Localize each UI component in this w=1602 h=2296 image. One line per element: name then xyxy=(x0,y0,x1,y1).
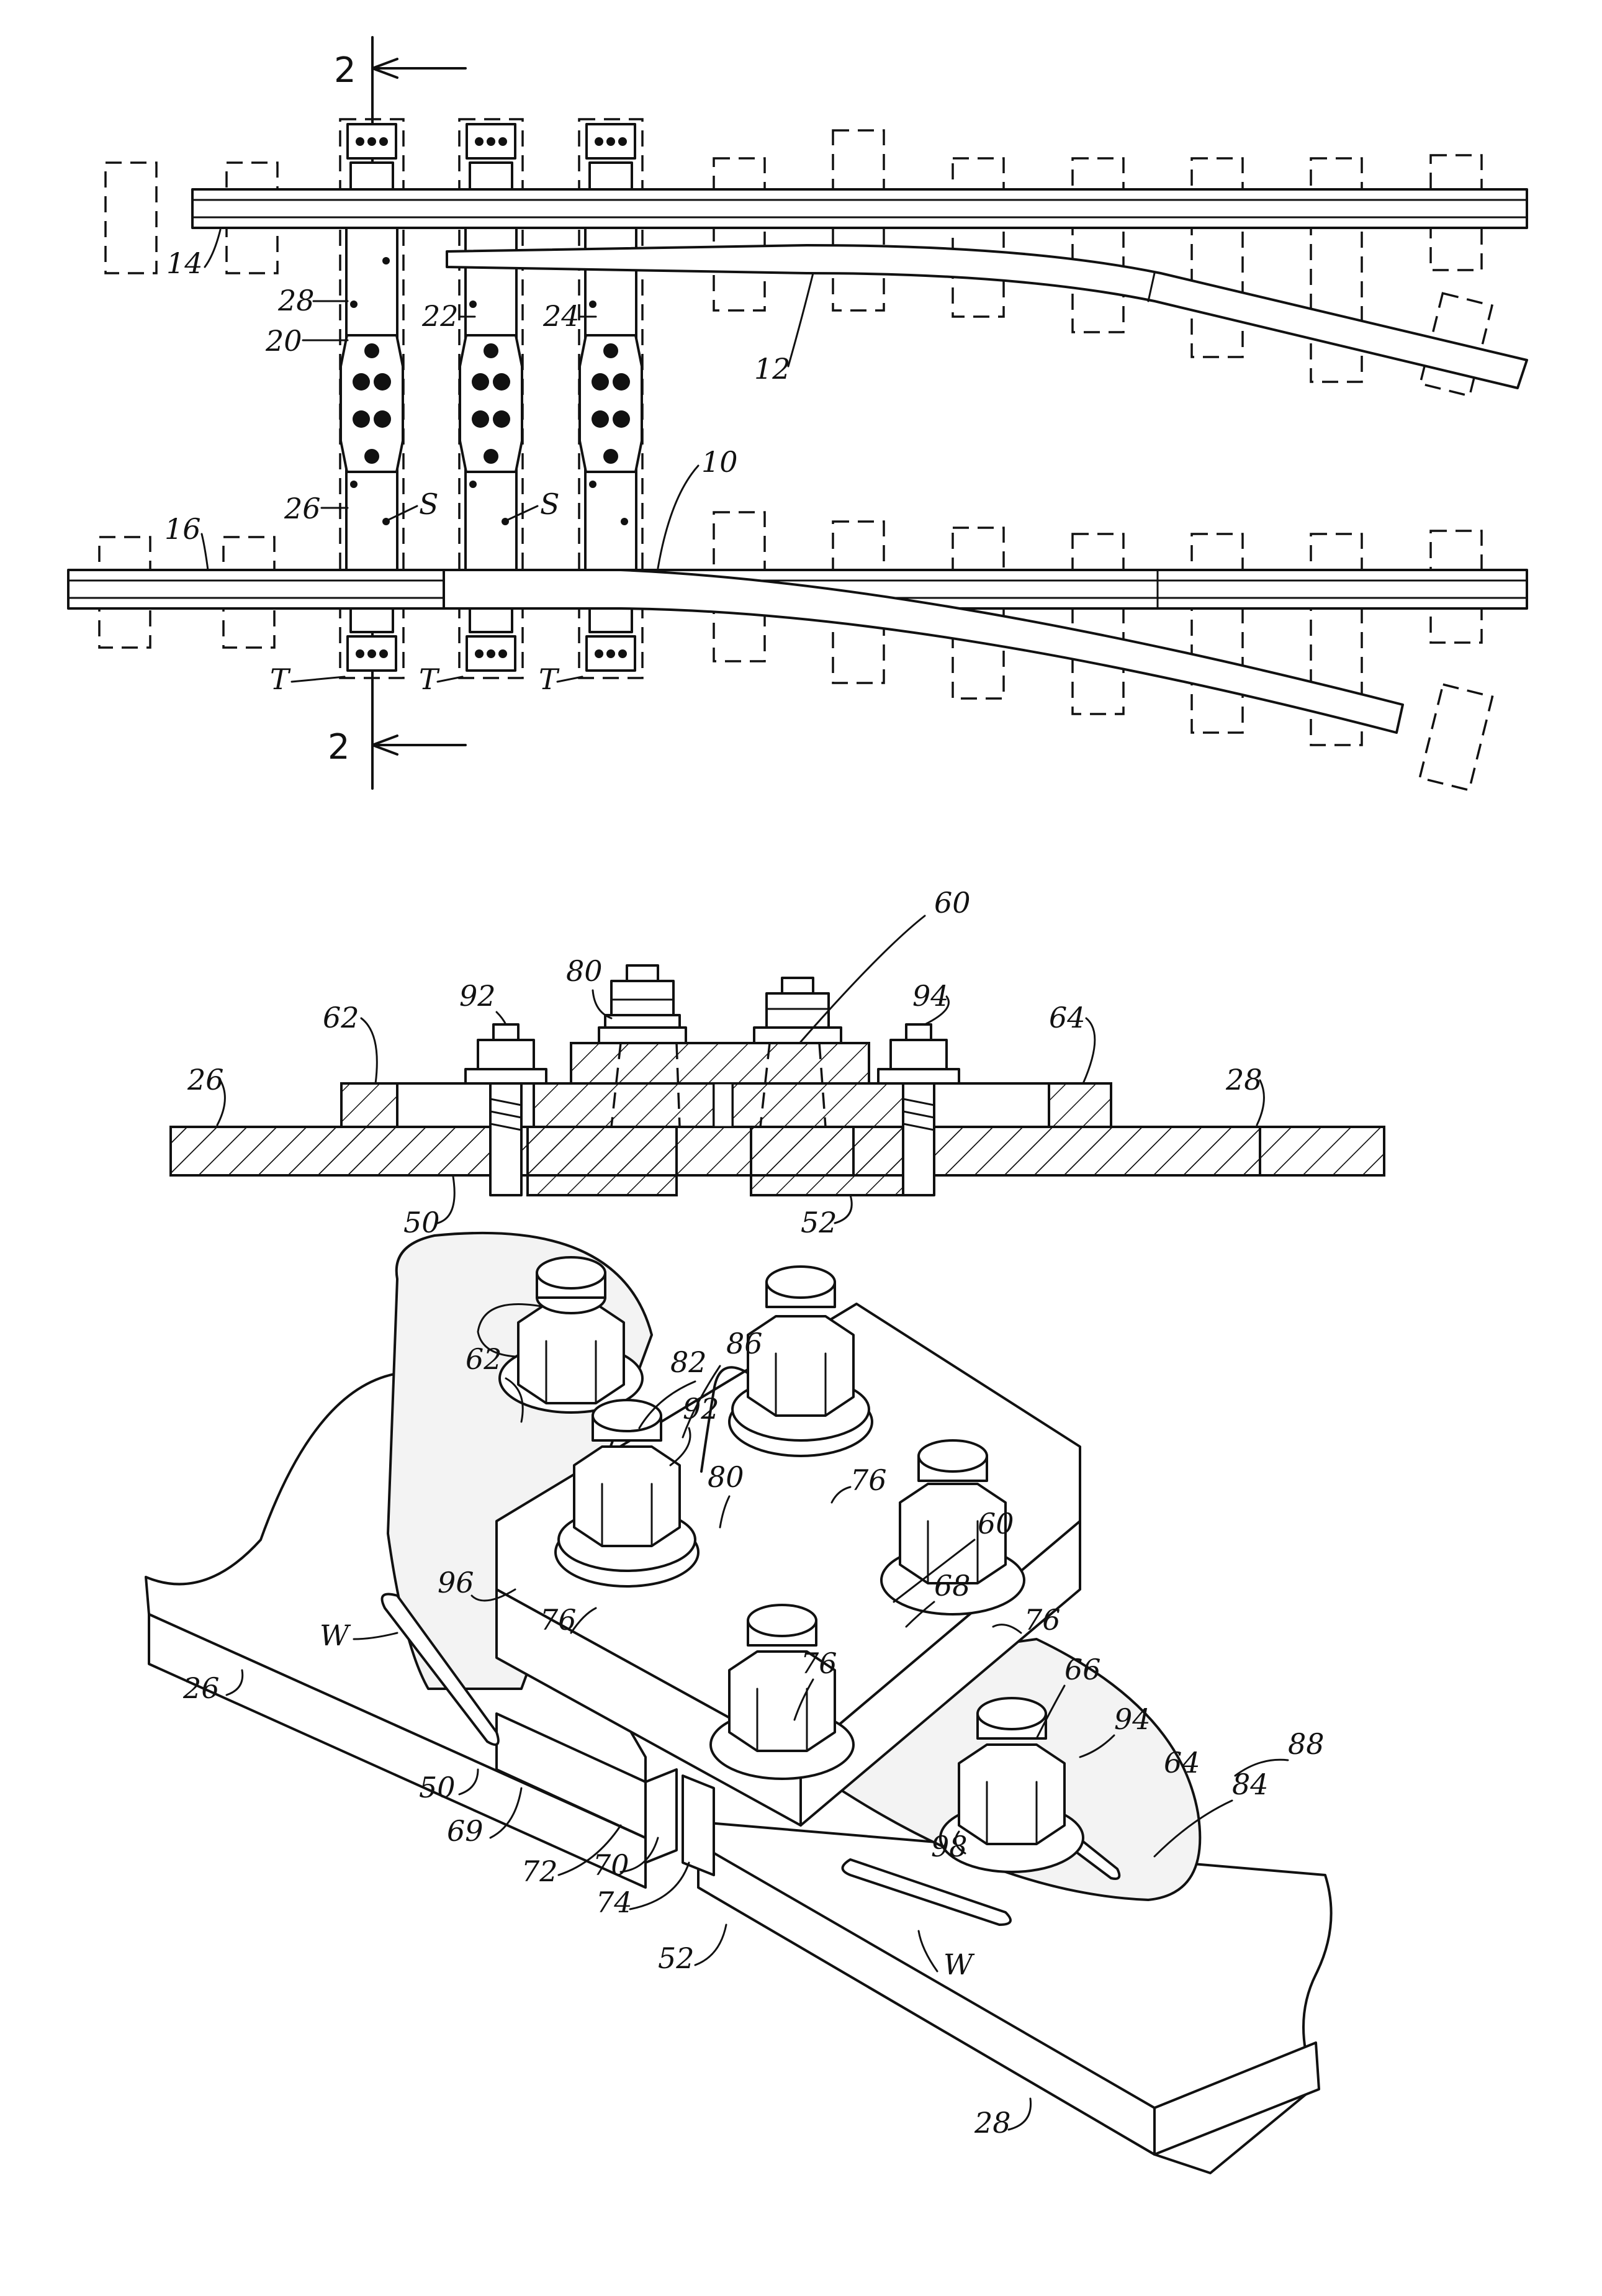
insulated-joint-icons xyxy=(341,335,642,472)
callout-82: 82 xyxy=(670,1345,707,1379)
figure-2-section-view: 60 80 92 94 62 64 26 28 50 52 xyxy=(171,886,1384,1239)
fig2-label-60: 60 xyxy=(934,886,971,920)
fig2-label-62: 62 xyxy=(323,1001,359,1034)
callout-76-top: 76 xyxy=(850,1463,887,1497)
rail-clips-top xyxy=(348,124,635,199)
callout-62: 62 xyxy=(466,1342,502,1376)
callout-74: 74 xyxy=(596,1886,632,1919)
label-10: 10 xyxy=(701,445,738,479)
joint-bar-60 xyxy=(571,1043,869,1083)
label-26: 26 xyxy=(284,492,321,525)
callout-64: 64 xyxy=(1164,1746,1200,1779)
callout-50: 50 xyxy=(419,1771,456,1804)
label-14: 14 xyxy=(166,246,203,280)
flange-50 xyxy=(528,1127,677,1195)
callout-72: 72 xyxy=(521,1855,558,1888)
section-mark-top: 2 xyxy=(334,50,356,91)
crossties-lower xyxy=(99,512,1492,790)
fig2-label-80: 80 xyxy=(566,954,603,988)
label-t3: T xyxy=(539,662,560,696)
fig2-label-28: 28 xyxy=(1225,1063,1262,1096)
callout-96: 96 xyxy=(438,1566,474,1599)
callout-94: 94 xyxy=(1114,1702,1151,1736)
fig2-label-64: 64 xyxy=(1049,1001,1086,1034)
fig2-label-52: 52 xyxy=(801,1206,837,1239)
figure-1-plan-view: 2 2 xyxy=(68,37,1527,790)
callout-80: 80 xyxy=(708,1460,744,1494)
label-24: 24 xyxy=(542,299,580,333)
label-28: 28 xyxy=(277,284,315,317)
callout-26: 26 xyxy=(182,1671,220,1705)
bolt-76-top xyxy=(729,1267,872,1456)
callout-w-right: W xyxy=(943,1948,975,1981)
fig2-label-92: 92 xyxy=(459,979,496,1013)
callout-86: 86 xyxy=(726,1327,763,1360)
callout-76-center: 76 xyxy=(801,1647,837,1680)
fig2-label-94: 94 xyxy=(912,979,949,1013)
insulator-64 xyxy=(1049,1083,1111,1127)
figure-3-perspective-view xyxy=(146,1233,1331,2173)
callout-70: 70 xyxy=(593,1848,629,1882)
label-20: 20 xyxy=(265,324,302,358)
bolt-with-spring-80 xyxy=(599,965,686,1043)
fig2-label-26: 26 xyxy=(187,1063,224,1096)
label-s2: S xyxy=(540,487,560,521)
callout-69: 69 xyxy=(447,1814,484,1848)
label-s1: S xyxy=(419,487,439,521)
flange-52 xyxy=(751,1127,919,1195)
label-12: 12 xyxy=(754,352,791,386)
callout-52: 52 xyxy=(658,1941,695,1975)
callout-66: 66 xyxy=(1064,1653,1101,1686)
callout-60: 60 xyxy=(978,1507,1014,1540)
callout-84: 84 xyxy=(1232,1768,1269,1801)
fig2-label-50: 50 xyxy=(403,1206,440,1239)
callout-98: 98 xyxy=(931,1830,968,1863)
label-t1: T xyxy=(270,662,291,696)
stock-rail-upper xyxy=(192,189,1527,228)
label-16: 16 xyxy=(164,512,201,546)
insulator-62 xyxy=(341,1083,397,1127)
callout-88: 88 xyxy=(1288,1727,1325,1761)
callout-76-right: 76 xyxy=(1024,1603,1061,1637)
callout-w-left: W xyxy=(320,1619,351,1652)
callout-68: 68 xyxy=(934,1569,971,1602)
label-t2: T xyxy=(419,662,440,696)
section-mark-bottom: 2 xyxy=(328,727,350,767)
callout-28: 28 xyxy=(974,2106,1011,2140)
label-22: 22 xyxy=(421,299,459,333)
